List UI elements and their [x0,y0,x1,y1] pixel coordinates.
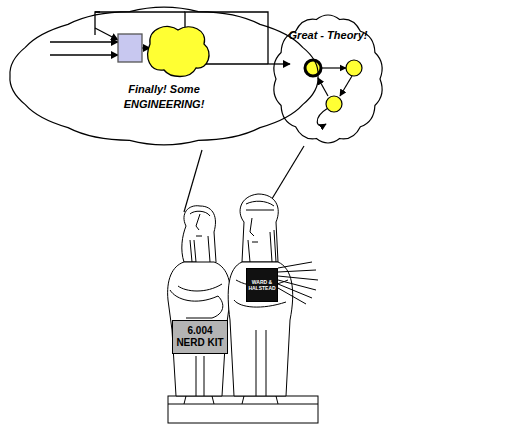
kit-sign-shape [173,321,228,354]
thought-bubble-shape [274,15,382,143]
book-cover: WARD & HALSTEAD [246,268,278,302]
book-cover-text: WARD & HALSTEAD [248,279,276,291]
thought-bubble: Great - Theory! [268,10,388,148]
pedestal [168,396,318,423]
thought-bubble-shape [10,7,318,145]
kit-sign-text: 6.004 NERD KIT [176,325,224,349]
engineer-figure [168,206,231,404]
thought-bubble: Finally! Some ENGINEERING! [2,2,326,150]
book-cover-shape [247,269,278,302]
thought-bubble-text: Great - Theory! [282,28,374,43]
thought-bubble-outline [2,2,326,150]
thought-bubble-text: Finally! Some ENGINEERING! [94,82,234,112]
theorist-figure [228,194,318,404]
kit-sign: 6.004 NERD KIT [172,320,228,354]
